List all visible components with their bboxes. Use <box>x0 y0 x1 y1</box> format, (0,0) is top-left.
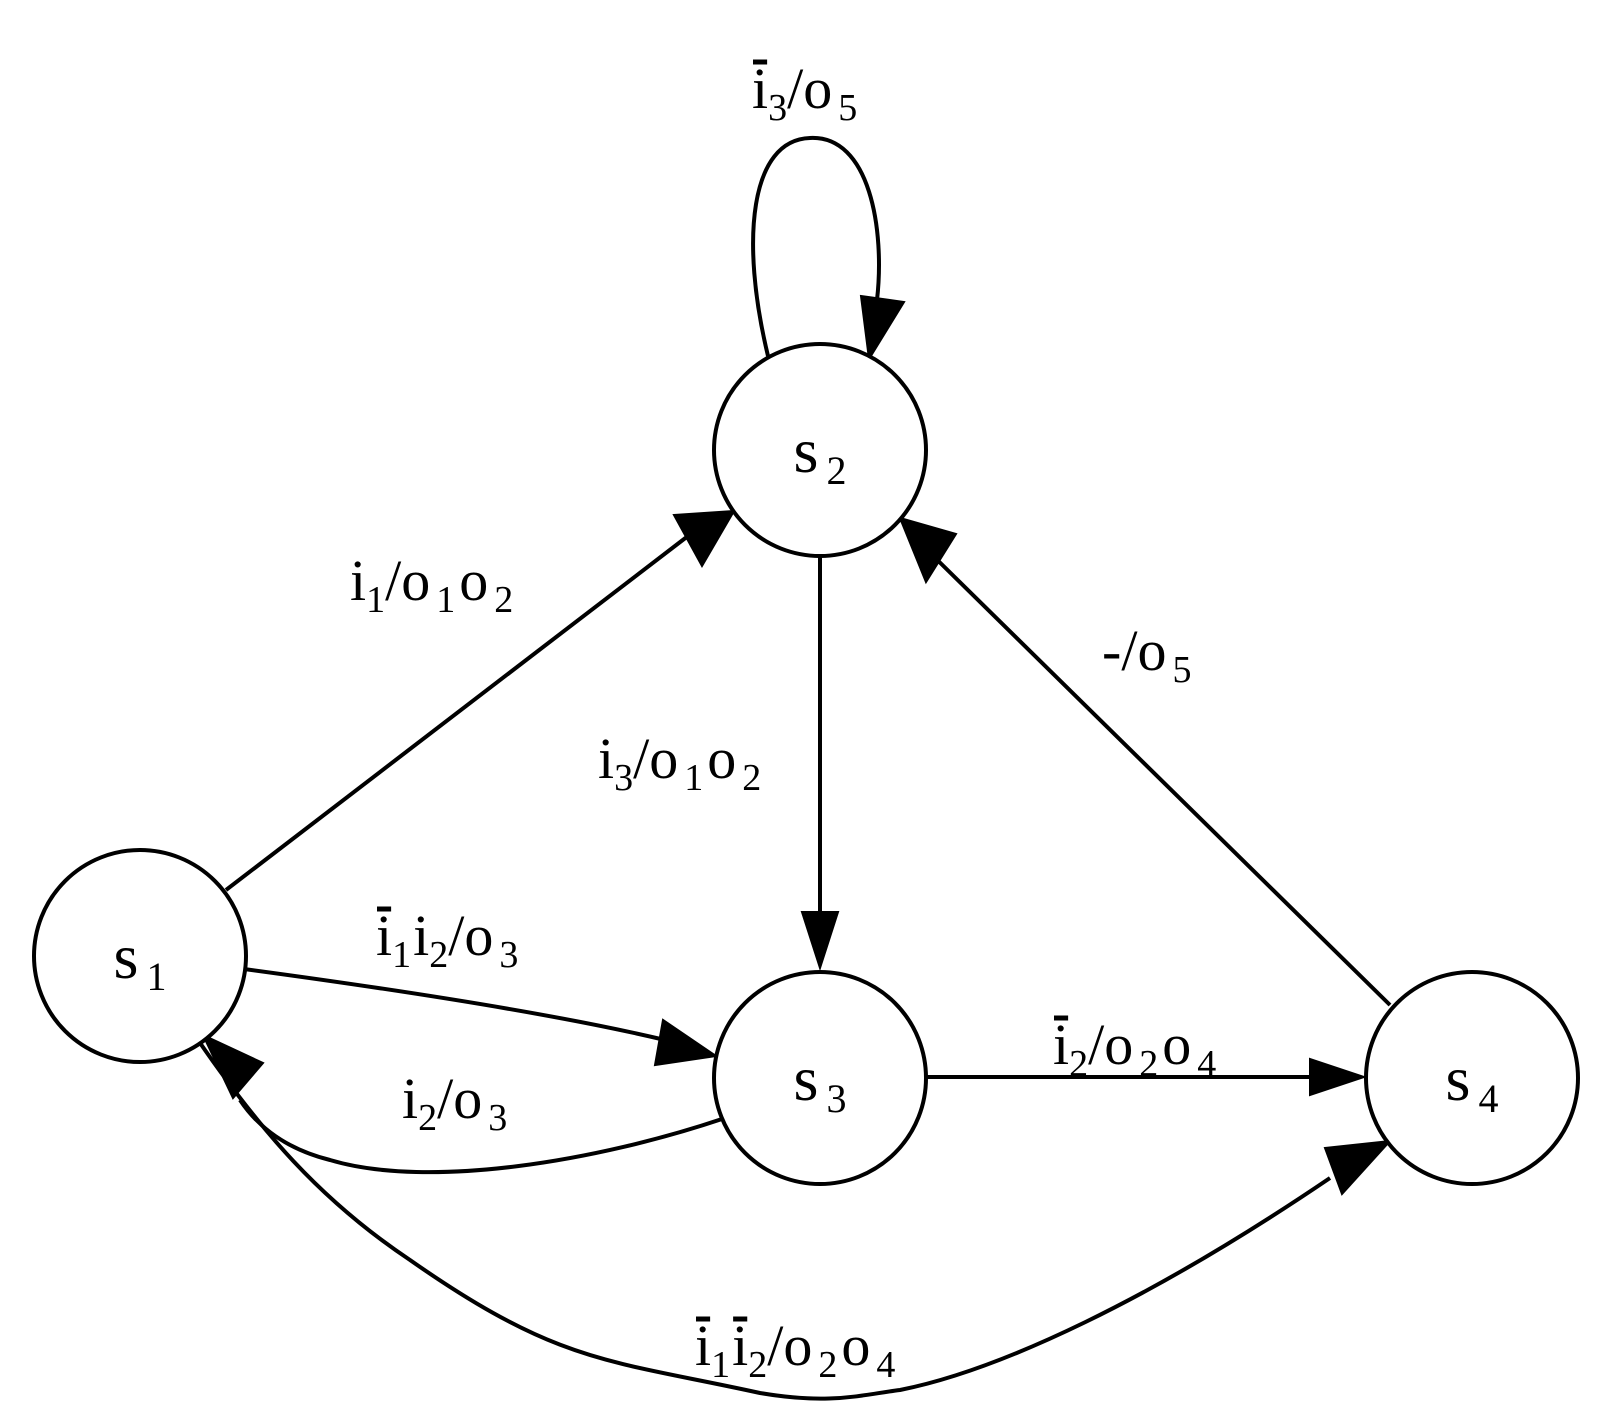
arrowhead-s1-s4 <box>1323 1139 1393 1196</box>
edge-s4-to-s2 <box>898 516 1392 1007</box>
arrowhead-s2-self <box>859 294 906 362</box>
edge-s2-self-loop <box>751 135 906 362</box>
edge-s3-to-s4 <box>926 1057 1368 1097</box>
arrowhead-s2-s3 <box>800 911 840 972</box>
arrowhead-s3-s4 <box>1309 1057 1368 1097</box>
edge-s1-to-s4 <box>196 1038 1393 1401</box>
arrowhead-s1-s3 <box>653 1018 719 1067</box>
edge-s1-to-s2 <box>224 509 736 892</box>
arrowhead-s1-s2 <box>672 509 736 569</box>
arrowhead-s4-s2 <box>898 516 958 585</box>
edge-s1-to-s3 <box>243 967 719 1067</box>
edge-s2-to-s3 <box>800 555 840 972</box>
